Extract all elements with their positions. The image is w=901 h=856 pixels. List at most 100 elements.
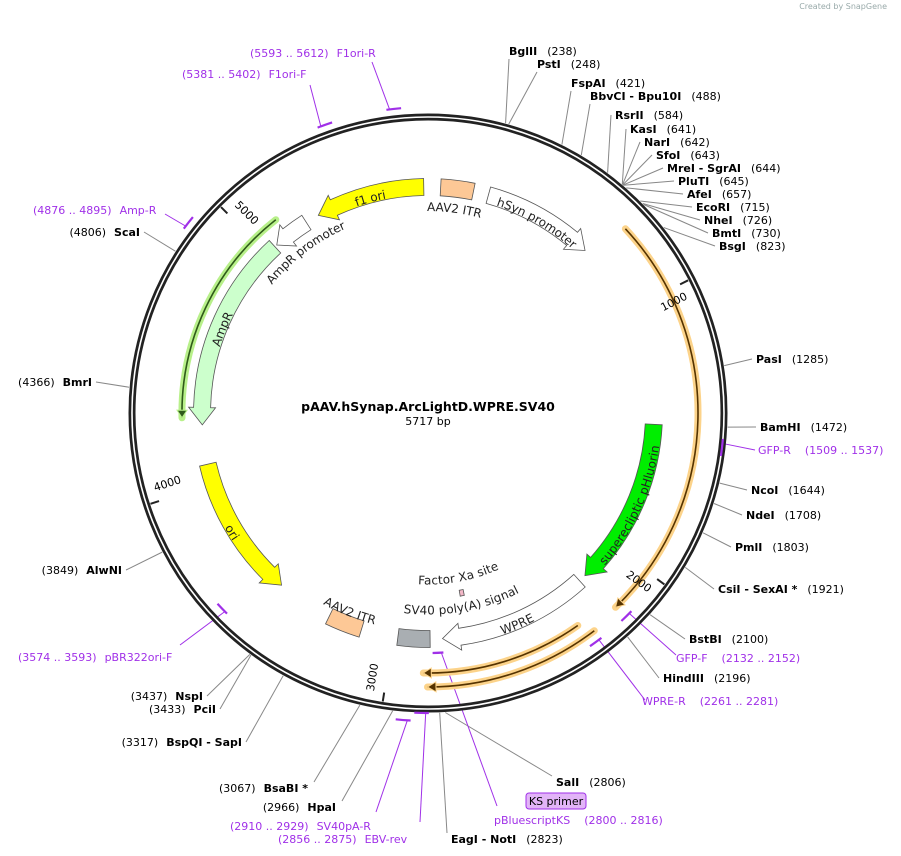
enzyme-site-bmti[interactable]: BmtI(730) [712, 227, 781, 240]
primer-binding-mark [589, 637, 603, 648]
enzyme-name: NdeI [746, 509, 775, 522]
enzyme-site-scai[interactable]: (4806)ScaI [69, 226, 140, 239]
enzyme-site-mrei[interactable]: MreI - SgrAI(644) [667, 162, 781, 175]
enzyme-site-sfoi[interactable]: SfoI(643) [656, 149, 720, 162]
enzyme-leader-line [702, 532, 732, 548]
enzyme-position: (715) [740, 201, 770, 214]
enzyme-site-nari[interactable]: NarI(642) [644, 136, 710, 149]
enzyme-site-psti[interactable]: PstI(248) [537, 58, 600, 71]
primer-name: pBR322ori-F [105, 651, 173, 664]
primer-range: (5381 .. 5402) [182, 68, 261, 81]
enzyme-position: (641) [667, 123, 697, 136]
tick-label: 3000 [364, 662, 381, 692]
enzyme-leader-line [505, 58, 510, 124]
primer-leader-line [179, 611, 226, 646]
enzyme-name: MreI - SgrAI [667, 162, 741, 175]
primer-range: (5593 .. 5612) [250, 47, 329, 60]
enzyme-leader-line [626, 187, 684, 195]
enzyme-site-pluti[interactable]: PluTI(645) [678, 175, 749, 188]
enzyme-name: CsiI - SexAI * [718, 583, 798, 596]
enzyme-name: PciI [194, 703, 216, 716]
enzyme-site-ecori[interactable]: EcoRI(715) [696, 201, 770, 214]
enzyme-site-bstbi[interactable]: BstBI(2100) [689, 633, 768, 646]
enzyme-site-eagi[interactable]: EagI - NotI(2823) [451, 833, 563, 846]
primer-pbluescriptks[interactable]: pBluescriptKS(2800 .. 2816) [494, 814, 663, 827]
ks-primer-badge[interactable]: KS primer [525, 792, 587, 810]
enzyme-label: BglII(238) [509, 45, 577, 58]
primer-amp-r[interactable]: (4876 .. 4895)Amp-R [33, 204, 157, 217]
enzyme-site-alwni[interactable]: (3849)AlwNI [42, 564, 122, 577]
enzyme-name: PluTI [678, 175, 709, 188]
enzyme-site-bspqi[interactable]: (3317)BspQI - SapI [122, 736, 242, 749]
plasmid-name: pAAV.hSynap.ArcLightD.WPRE.SV40 [301, 399, 555, 414]
enzyme-position: (238) [547, 45, 577, 58]
enzyme-site-bmri[interactable]: (4366)BmrI [18, 376, 92, 389]
enzyme-name: PasI [756, 353, 782, 366]
enzyme-leader-line [245, 675, 284, 743]
enzyme-leader-line [621, 128, 627, 185]
enzyme-site-afei[interactable]: AfeI(657) [687, 188, 751, 201]
enzyme-site-ndei[interactable]: NdeI(1708) [746, 509, 821, 522]
enzyme-label: (2966)HpaI [263, 801, 336, 814]
enzyme-site-pmli[interactable]: PmlI(1803) [735, 541, 809, 554]
enzyme-name: RsrII [615, 109, 644, 122]
enzyme-site-bbvci[interactable]: BbvCI - Bpu10I(488) [590, 90, 721, 103]
enzyme-site-ncoi[interactable]: NcoI(1644) [751, 484, 825, 497]
primer-binding-mark [432, 651, 444, 655]
enzyme-name: NheI [704, 214, 733, 227]
enzyme-name: PmlI [735, 541, 762, 554]
feature-superecliptic-phluorin [584, 423, 663, 577]
primer-label: (5381 .. 5402) F1ori-F [182, 68, 307, 81]
enzyme-label: NcoI(1644) [751, 484, 825, 497]
enzyme-site-bglii[interactable]: BglII(238) [509, 45, 577, 58]
enzyme-site-hpai[interactable]: (2966)HpaI [263, 801, 336, 814]
enzyme-name: AfeI [687, 188, 712, 201]
enzyme-site-pcii[interactable]: (3433) PciI [149, 703, 216, 716]
enzyme-name: HpaI [307, 801, 336, 814]
primer-sv40pa-r[interactable]: (2910 .. 2929)SV40pA-R [230, 820, 371, 833]
enzyme-site-fspai[interactable]: FspAI(421) [571, 77, 645, 90]
enzyme-site-sali[interactable]: SalI(2806) [556, 776, 626, 789]
enzyme-label: EagI - NotI(2823) [451, 833, 563, 846]
enzyme-leader-line [627, 636, 660, 679]
enzyme-leader-line [580, 103, 591, 156]
feature-factor-xa-site [458, 589, 465, 597]
enzyme-site-csii[interactable]: CsiI - SexAI *(1921) [718, 583, 844, 596]
primer-leader-line [164, 213, 186, 227]
enzyme-label: PstI(248) [537, 58, 600, 71]
primer-ebv-rev[interactable]: (2856 .. 2875)EBV-rev [278, 833, 408, 846]
enzyme-label: (3317)BspQI - SapI [122, 736, 242, 749]
enzyme-label: PluTI(645) [678, 175, 749, 188]
enzyme-site-pasi[interactable]: PasI(1285) [756, 353, 828, 366]
enzyme-leader-line [643, 204, 709, 234]
primer-gfp-r[interactable]: GFP-R(1509 .. 1537) [758, 444, 883, 457]
primer-range: (2132 .. 2152) [722, 652, 801, 665]
enzyme-site-bamhi[interactable]: BamHI(1472) [760, 421, 847, 434]
enzyme-label: (3067)BsaBI * [219, 782, 308, 795]
enzyme-leader-line [622, 167, 664, 186]
enzyme-site-bsgi[interactable]: BsgI(823) [719, 240, 786, 253]
arclight-orf-glow [612, 225, 702, 611]
primer-range: (2910 .. 2929) [230, 820, 309, 833]
primer-f1ori-f[interactable]: (5381 .. 5402) F1ori-F [182, 68, 307, 81]
orf-3-line [427, 630, 595, 688]
primer-wpre-r[interactable]: WPRE-R(2261 .. 2281) [642, 695, 778, 708]
arclight-orf-arrowhead [614, 596, 626, 608]
primer-gfp-f[interactable]: GFP-F(2132 .. 2152) [676, 652, 800, 665]
primer-label: GFP-R(1509 .. 1537) [758, 444, 883, 457]
enzyme-site-nhei[interactable]: NheI(726) [704, 214, 772, 227]
primer-pbr322ori-f[interactable]: (3574 .. 3593)pBR322ori-F [18, 651, 172, 664]
primer-name: F1ori-F [269, 68, 307, 81]
primer-leader-line [722, 442, 756, 451]
enzyme-site-kasi[interactable]: KasI(641) [630, 123, 696, 136]
enzyme-position: (3433) [149, 703, 186, 716]
enzyme-label: BstBI(2100) [689, 633, 768, 646]
enzyme-site-bsabi[interactable]: (3067)BsaBI * [219, 782, 308, 795]
primer-f1ori-r[interactable]: (5593 .. 5612)F1ori-R [250, 47, 376, 60]
enzyme-leader-line [663, 227, 716, 247]
feature-ampr [187, 239, 282, 426]
enzyme-site-nspi[interactable]: (3437)NspI [131, 690, 203, 703]
enzyme-site-hindiii[interactable]: HindIII(2196) [663, 672, 751, 685]
enzyme-site-rsrii[interactable]: RsrII(584) [615, 109, 683, 122]
plasmid-length: 5717 bp [405, 415, 450, 428]
